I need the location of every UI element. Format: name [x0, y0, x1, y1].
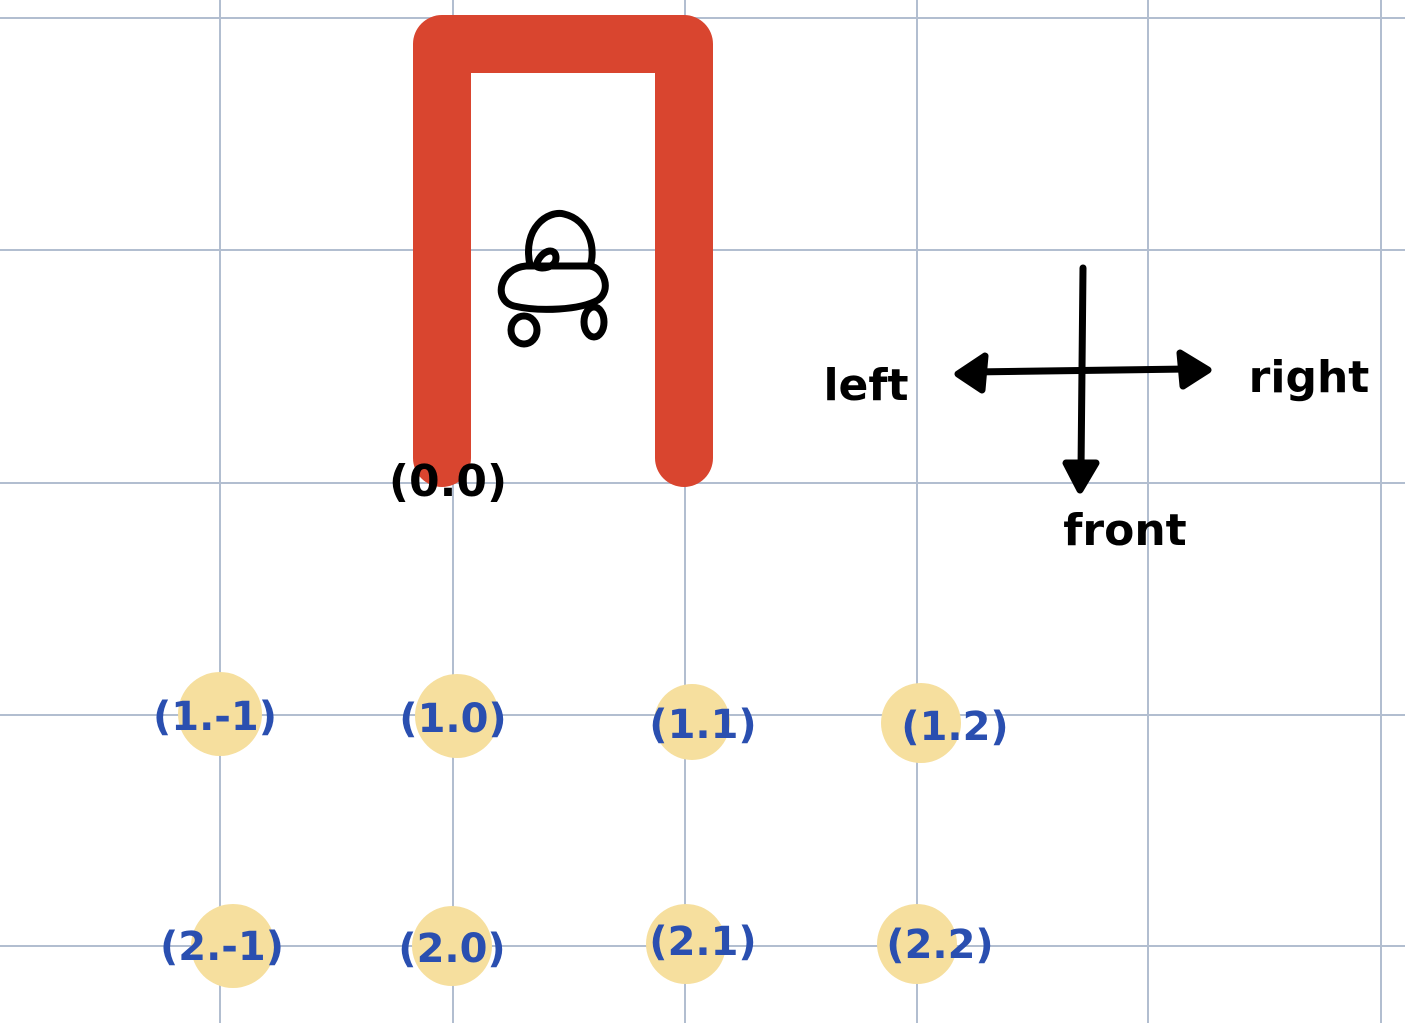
highlight-dot: [415, 674, 499, 758]
robot-car-icon: [497, 209, 609, 348]
horizontal-axis-line: [968, 365, 1192, 376]
cell-label: (1.-1): [153, 694, 277, 740]
highlight-dot: [654, 684, 730, 760]
highlight-dot: [191, 904, 275, 988]
highlight-dot: [646, 904, 726, 984]
red-wall: [413, 15, 713, 487]
left-arrowhead: [954, 352, 989, 394]
cell-label: (2.0): [398, 926, 505, 972]
highlight-dot: [178, 672, 262, 756]
highlight-dot: [412, 906, 492, 986]
cell-label: (2.2): [886, 922, 993, 968]
cell-label: (1.1): [649, 702, 756, 748]
cell-label: (1.0): [399, 696, 506, 742]
cell-label: (2.1): [649, 919, 756, 965]
front-label: front: [1063, 505, 1186, 556]
right-label: right: [1249, 352, 1370, 403]
cell-label: (1.2): [901, 704, 1008, 750]
direction-cross-arrows: [954, 264, 1212, 494]
right-arrowhead: [1176, 349, 1212, 390]
left-label: left: [823, 360, 908, 411]
highlight-dot: [877, 904, 957, 984]
highlight-dot: [881, 683, 961, 763]
highlights: [178, 672, 961, 988]
cell-label: (2.-1): [160, 924, 284, 970]
origin-label: (0.0): [389, 456, 507, 507]
front-arrowhead: [1062, 459, 1100, 494]
